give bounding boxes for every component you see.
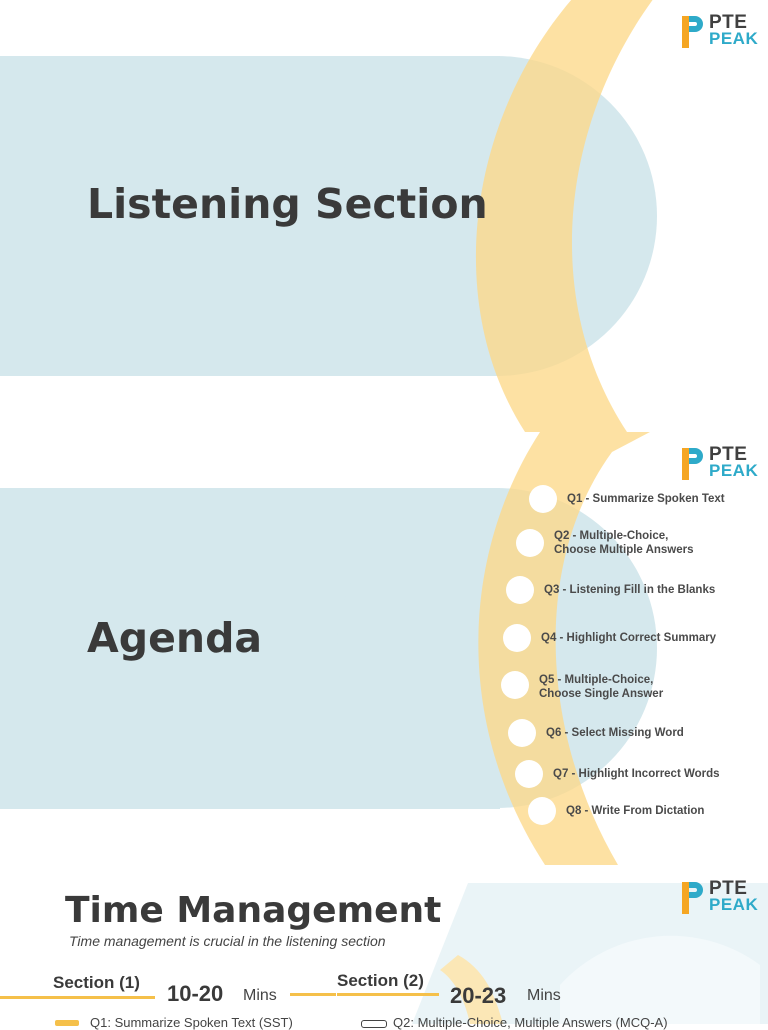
logo-text-pte: PTE [709,12,748,33]
agenda-bullet [515,760,543,788]
brand-logo: PTE PEAK [682,12,759,50]
logo-text-pte: PTE [709,444,748,465]
agenda-bullet [508,719,536,747]
logo-text-peak: PEAK [709,29,759,48]
section-connector-line [290,993,336,996]
agenda-item-label: Q5 - Multiple-Choice, [539,674,654,686]
slide1-title: Listening Section [87,180,488,228]
section1-underline [0,996,155,999]
yellow-ribbon [475,0,653,432]
agenda-bullet [501,671,529,699]
section1-time: 10-20 [167,981,224,1006]
agenda-item-label-line2: Choose Single Answer [539,688,664,700]
section2-label: Section (2) [337,971,424,990]
agenda-bullet [503,624,531,652]
logo-p-icon [682,882,703,914]
section1-item-cut: Q1: Summarize Spoken Text (SST) [90,1015,293,1030]
agenda-bullet [516,529,544,557]
section2-bullet [361,1020,387,1028]
section1-bullet [55,1020,79,1026]
section2-unit: Mins [527,987,561,1004]
agenda-item-label: Q7 - Highlight Incorrect Words [553,768,720,780]
section1-unit: Mins [243,987,277,1004]
agenda-item-label-line2: Choose Multiple Answers [554,544,694,556]
agenda-item-label: Q3 - Listening Fill in the Blanks [544,584,716,596]
section2-underline [337,993,439,996]
slide3-title: Time Management [65,890,442,931]
yellow-accent [440,955,503,1024]
agenda-bullet [506,576,534,604]
section1-label: Section (1) [53,973,140,992]
agenda-bullet [528,797,556,825]
slide2-title: Agenda [87,614,263,662]
agenda-item-label: Q2 - Multiple-Choice, [554,530,669,542]
slide-agenda: PTE PEAK Agenda Q1 - Summarize Spoken Te… [0,432,768,865]
logo-text-pte: PTE [709,878,748,899]
logo-p-icon [682,448,703,480]
agenda-item-label: Q8 - Write From Dictation [566,805,705,817]
brand-logo: PTE PEAK [682,444,759,482]
slide-listening-section: PTE PEAK Listening Section [0,0,768,432]
slide1-background [0,0,657,432]
section2-time: 20-23 [450,983,507,1008]
agenda-item-label: Q1 - Summarize Spoken Text [567,493,725,505]
logo-text-peak: PEAK [709,461,759,480]
logo-text-peak: PEAK [709,895,759,914]
brand-logo: PTE PEAK [682,878,759,916]
logo-p-icon [682,16,703,48]
agenda-item-label: Q4 - Highlight Correct Summary [541,632,717,644]
section2-item-cut: Q2: Multiple-Choice, Multiple Answers (M… [393,1015,668,1030]
light-blue-arc [560,935,760,1024]
agenda-item-label: Q6 - Select Missing Word [546,727,684,739]
agenda-bullet [529,485,557,513]
slide-time-management [0,865,768,1024]
slide3-subtitle: Time management is crucial in the listen… [69,933,386,949]
slide3-background [412,883,768,1024]
